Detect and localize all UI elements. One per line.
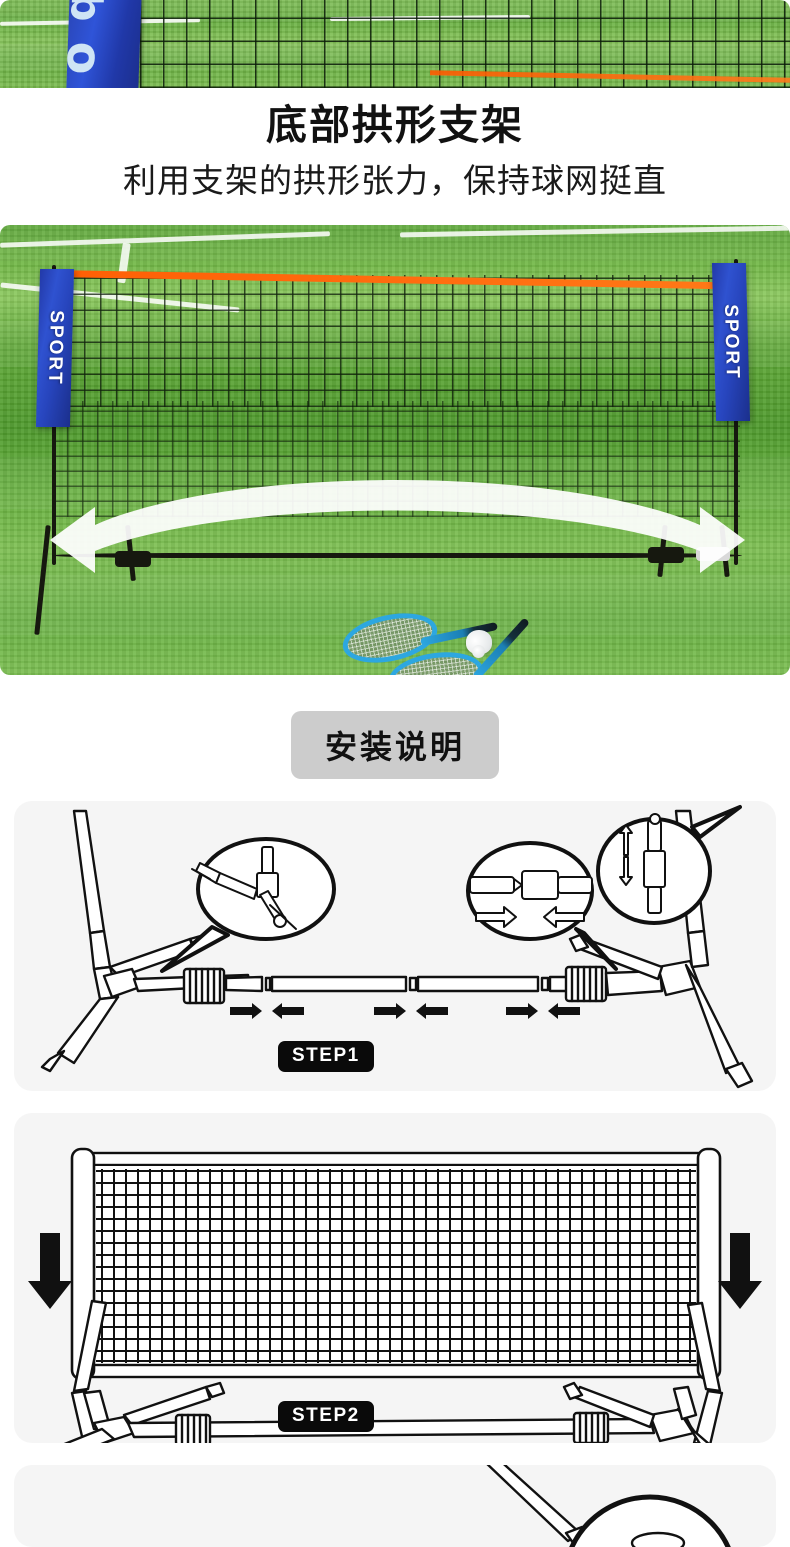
slide-down-arrows bbox=[28, 1232, 762, 1309]
right-upright-sleeve bbox=[686, 929, 710, 968]
right-leg-back-tip bbox=[568, 933, 590, 952]
knurled-ring-left-2 bbox=[174, 1413, 212, 1443]
arch-tension-arrow-overlay bbox=[50, 479, 745, 573]
bottom-crossbar bbox=[126, 1417, 656, 1438]
pole-partial bbox=[486, 1464, 582, 1542]
post-glyph-upper: b bbox=[61, 0, 112, 22]
page-title: 底部拱形支架 bbox=[266, 101, 524, 149]
arrow-down-left bbox=[28, 1232, 72, 1309]
right-leg-front-tip bbox=[724, 1061, 754, 1088]
push-together-arrows bbox=[230, 1002, 580, 1019]
frame-foot-right bbox=[648, 546, 684, 563]
page-subtitle: 利用支架的拱形张力，保持球网挺直 bbox=[123, 161, 667, 201]
right-foot-front bbox=[676, 1407, 710, 1443]
left-upright-pole bbox=[72, 809, 106, 934]
callout-height-adjust bbox=[596, 804, 742, 925]
next-step-partial-diagram bbox=[486, 1464, 731, 1547]
pole-tip-a bbox=[264, 976, 272, 991]
right-leg-front bbox=[684, 963, 742, 1074]
right-foot-back-tip bbox=[562, 1381, 584, 1400]
knurled-locking-ring-left bbox=[182, 967, 226, 1004]
shuttlecock-cork bbox=[472, 644, 485, 658]
step1-diagram bbox=[40, 804, 754, 1088]
pole-tip-c bbox=[540, 976, 550, 991]
net-post-blue: b o bbox=[55, 0, 142, 88]
step2-diagram bbox=[28, 1147, 762, 1443]
left-foot-back bbox=[122, 1385, 212, 1426]
step2-panel: STEP2 bbox=[14, 1112, 776, 1443]
left-leg-front-tip bbox=[40, 1049, 66, 1072]
step1-panel: STEP1 bbox=[14, 800, 776, 1091]
hero-product-photo: SPORT SPORT bbox=[0, 224, 790, 675]
net-mesh-upper bbox=[52, 274, 740, 407]
callout-inner-partial bbox=[630, 1531, 686, 1547]
callout-joint-assembly bbox=[160, 836, 336, 973]
left-upright-lower bbox=[72, 1299, 108, 1392]
step2-tag: STEP2 bbox=[278, 1400, 374, 1432]
pole-tip-b bbox=[408, 976, 418, 991]
pole-segment-a bbox=[224, 975, 264, 992]
right-base-column bbox=[672, 1385, 698, 1420]
section-badge-installation: 安装说明 bbox=[290, 710, 499, 779]
section-badge-row: 安装说明 bbox=[0, 710, 790, 779]
knurled-ring-right-2 bbox=[572, 1411, 610, 1443]
right-upright-lower2 bbox=[692, 1389, 724, 1443]
left-foot-back-tip bbox=[204, 1381, 226, 1398]
right-upright-lower bbox=[686, 1301, 722, 1392]
left-leg-front bbox=[56, 995, 120, 1064]
pole-segment-c bbox=[416, 975, 540, 992]
heading-block: 底部拱形支架 利用支架的拱形张力，保持球网挺直 bbox=[0, 88, 790, 201]
left-upright-sleeve bbox=[88, 929, 112, 970]
post-glyph-lower: o bbox=[55, 41, 113, 75]
left-foot-front bbox=[63, 1427, 116, 1443]
step1-tag: STEP1 bbox=[278, 1040, 374, 1072]
net-assembly bbox=[70, 1147, 722, 1381]
knurled-locking-ring-right bbox=[564, 965, 608, 1002]
left-upright-lower2 bbox=[70, 1389, 102, 1443]
net-mesh-grid-vertical bbox=[101, 1168, 691, 1363]
net-mesh-grid bbox=[96, 1169, 696, 1362]
frame-bottom-bar bbox=[52, 552, 742, 558]
frame-foot-left bbox=[115, 550, 151, 567]
next-step-partial-panel bbox=[14, 1464, 776, 1547]
arrow-down-right bbox=[718, 1232, 762, 1309]
callout-pole-connection bbox=[466, 840, 618, 971]
pole-segment-b bbox=[270, 975, 408, 992]
top-cropped-photo: b o bbox=[0, 0, 790, 88]
